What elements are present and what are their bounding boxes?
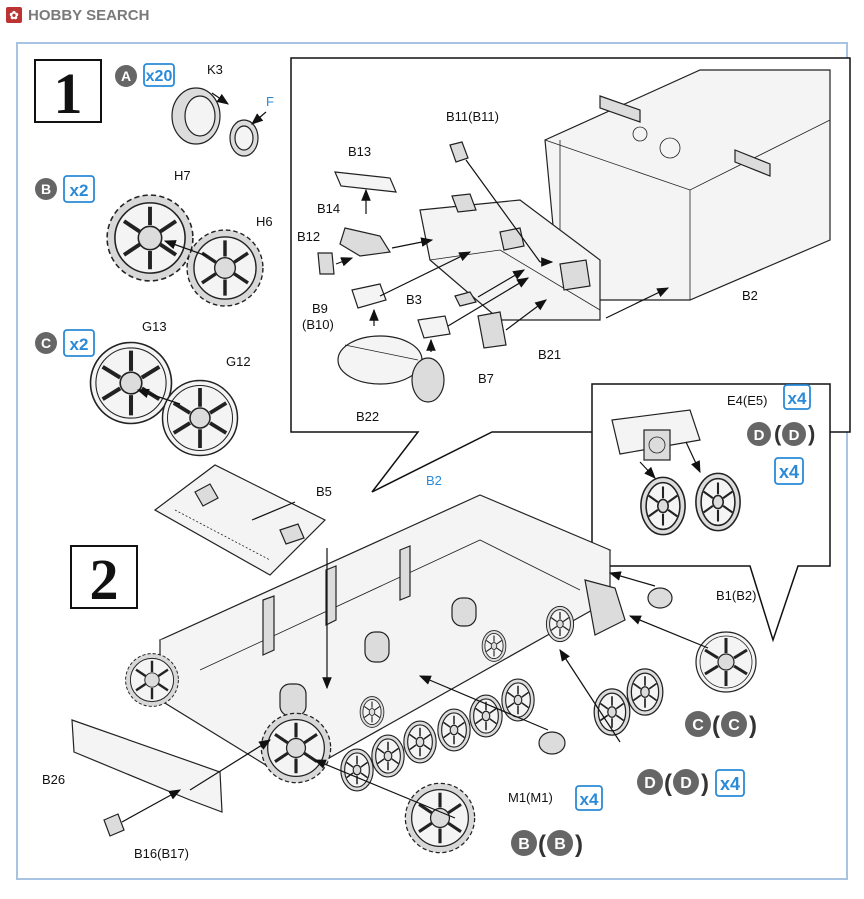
badge-d-paren-icon (782, 422, 806, 446)
svg-text:B: B (518, 836, 530, 853)
svg-text:(: ( (664, 770, 672, 797)
step-1-box (34, 59, 102, 123)
label-m1: M1(M1) (508, 790, 553, 805)
label-g13: G13 (142, 319, 167, 334)
qty-d2-badge (715, 769, 745, 797)
svg-text:D: D (754, 427, 765, 444)
label-b10: (B10) (302, 317, 334, 332)
sub-assembly-b: B x2 H7 H6 (35, 168, 273, 308)
hobby-search-logo: ✿ HOBBY SEARCH (6, 5, 149, 25)
svg-text:C: C (692, 717, 704, 734)
badge-c2-paren-icon (721, 711, 747, 737)
label-k3: K3 (207, 62, 223, 77)
label-f: F (266, 94, 274, 109)
step-2-number: 2 (90, 547, 119, 612)
label-b21: B21 (538, 347, 561, 362)
detail-parts (317, 141, 670, 403)
label-b26: B26 (42, 772, 65, 787)
label-b2-blue: B2 (426, 473, 442, 488)
label-b2-detail: B2 (742, 288, 758, 303)
callout-b-pair: B ( B ) (511, 830, 583, 858)
label-b1: B1(B2) (716, 588, 756, 603)
step-2-arrows (121, 501, 709, 823)
logo-mark-icon: ✿ (6, 7, 22, 23)
svg-text:x4: x4 (580, 790, 599, 809)
qty-a-badge (143, 63, 175, 87)
label-b22: B22 (356, 409, 379, 424)
callout-c-pair: C ( C ) (685, 711, 757, 739)
label-h7: H7 (174, 168, 191, 183)
svg-text:x4: x4 (788, 389, 807, 408)
svg-text:D: D (680, 775, 692, 792)
badge-d-icon (747, 422, 771, 446)
label-b12: B12 (297, 229, 320, 244)
qty-m1-badge (575, 785, 603, 811)
road-wheel-assembly (611, 409, 742, 536)
sub-assembly-a: A x20 K3 F (115, 62, 274, 157)
badge-b2-paren-icon (547, 830, 573, 856)
instruction-frame (16, 42, 848, 880)
qty-b-badge (63, 175, 95, 203)
svg-text:C: C (41, 335, 51, 351)
label-g12: G12 (226, 354, 251, 369)
qty-c-badge (63, 329, 95, 357)
label-b7: B7 (478, 371, 494, 386)
svg-text:B: B (41, 181, 51, 197)
label-b5: B5 (316, 484, 332, 499)
svg-text:x20: x20 (146, 68, 173, 85)
badge-b-icon (35, 178, 57, 200)
svg-text:x4: x4 (720, 774, 740, 794)
qty-d-badge (774, 457, 804, 485)
part-b5 (153, 464, 327, 576)
badge-c-icon (35, 332, 57, 354)
label-b13: B13 (348, 144, 371, 159)
hull-main (71, 464, 758, 855)
label-b3: B3 (406, 292, 422, 307)
step-1-number: 1 (54, 61, 83, 126)
svg-text:(: ( (774, 421, 782, 446)
svg-text:C: C (728, 717, 740, 734)
badge-b2-icon (511, 830, 537, 856)
logo-text: HOBBY SEARCH (28, 6, 150, 24)
label-b14: B14 (317, 201, 340, 216)
label-b16: B16(B17) (134, 846, 189, 861)
svg-text:): ) (749, 712, 757, 739)
callout-d-pair: D ( D ) x4 (637, 769, 745, 797)
svg-text:): ) (808, 421, 815, 446)
badge-a-icon (115, 65, 137, 87)
badge-d2-icon (637, 769, 663, 795)
svg-text:(: ( (712, 712, 720, 739)
rear-drive (584, 579, 626, 636)
svg-text:): ) (701, 770, 709, 797)
label-b9: B9 (312, 301, 328, 316)
svg-text:x2: x2 (70, 335, 89, 354)
svg-text:B: B (554, 836, 566, 853)
svg-text:x2: x2 (70, 181, 89, 200)
label-b11: B11(B11) (446, 109, 499, 124)
badge-d2-paren-icon (673, 769, 699, 795)
sub-assembly-c: C x2 G13 G12 (35, 319, 251, 458)
svg-text:D: D (789, 427, 800, 444)
label-h6: H6 (256, 214, 273, 229)
svg-text:D: D (644, 775, 656, 792)
badge-c2-icon (685, 711, 711, 737)
svg-text:A: A (121, 68, 131, 84)
svg-text:): ) (575, 831, 583, 858)
hull-rear-detail (419, 69, 831, 321)
step-2-box (70, 545, 138, 609)
svg-text:(: ( (538, 831, 546, 858)
svg-text:x4: x4 (779, 462, 799, 482)
label-e4: E4(E5) (727, 393, 767, 408)
qty-e4-badge (783, 384, 811, 410)
